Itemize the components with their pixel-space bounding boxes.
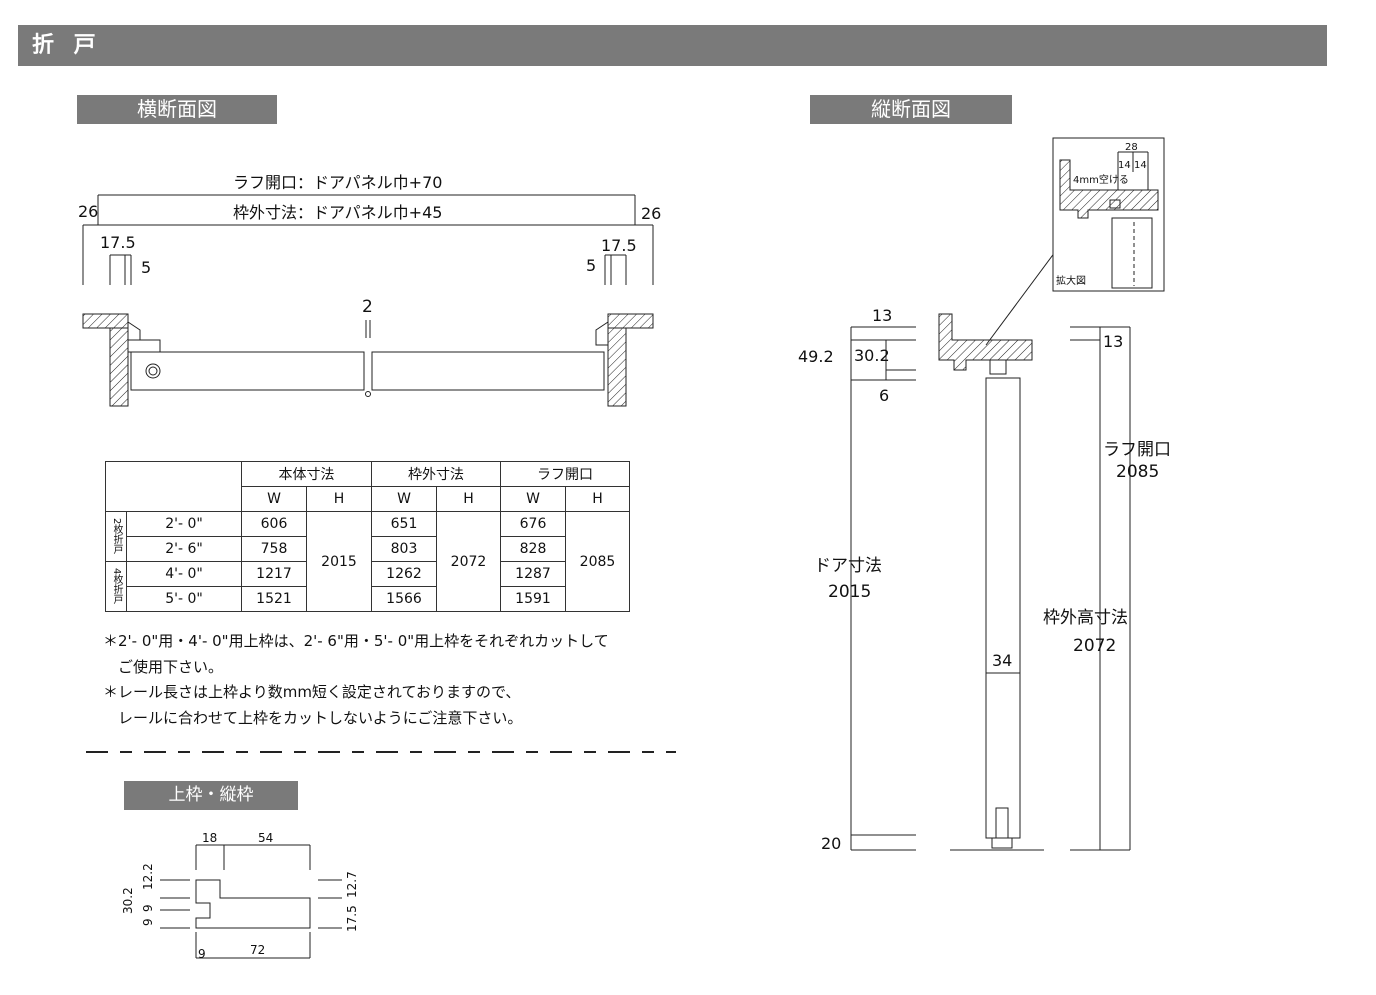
rough-opening-height-label: ラフ開口 bbox=[1103, 440, 1171, 460]
cell-w1: 606 bbox=[241, 511, 307, 537]
vdim-6: 6 bbox=[879, 386, 889, 405]
horizontal-section-drawing bbox=[82, 194, 654, 407]
cell-h1: 2015 bbox=[306, 511, 372, 612]
frame-d9-bottom: 9 bbox=[198, 947, 206, 961]
frame-d72: 72 bbox=[250, 943, 265, 957]
detail-d28: 28 bbox=[1125, 142, 1138, 153]
cell-w1: 758 bbox=[241, 536, 307, 562]
frame-d302: 30.2 bbox=[121, 887, 135, 914]
dim-5-left: 5 bbox=[141, 258, 151, 277]
sub-w1: W bbox=[241, 486, 307, 512]
frame-d18: 18 bbox=[202, 831, 217, 845]
detail-note: 4mm空ける bbox=[1073, 173, 1129, 186]
frame-d9-a: 9 bbox=[141, 918, 155, 926]
frame-profile-drawing bbox=[160, 844, 342, 959]
header-body-size: 本体寸法 bbox=[241, 461, 372, 487]
vdim-34: 34 bbox=[992, 651, 1012, 670]
sub-h1: H bbox=[306, 486, 372, 512]
note-line-2: ご使用下さい。 bbox=[118, 658, 224, 676]
row-size: 2'- 6" bbox=[126, 536, 242, 562]
row-size: 4'- 0" bbox=[126, 561, 242, 587]
header-rough-opening: ラフ開口 bbox=[500, 461, 630, 487]
door-size-label: ドア寸法 bbox=[814, 556, 882, 576]
dim-5-right: 5 bbox=[586, 256, 596, 275]
cell-w2: 1262 bbox=[371, 561, 437, 587]
cell-h3: 2085 bbox=[565, 511, 630, 612]
page-title: 折 戸 bbox=[18, 25, 1327, 66]
section-title-horizontal: 横断面図 bbox=[77, 95, 277, 124]
dim-26-left: 26 bbox=[78, 202, 98, 221]
vdim-13-right: 13 bbox=[1103, 332, 1123, 351]
dim-175-right: 17.5 bbox=[601, 236, 637, 255]
detail-d14a: 14 bbox=[1118, 160, 1131, 171]
rough-opening-height-value: 2085 bbox=[1116, 462, 1159, 482]
rough-opening-label: ラフ開口：ドアパネル巾+70 bbox=[233, 173, 442, 192]
row-size: 2'- 0" bbox=[126, 511, 242, 537]
side-label-4: 4枚折戸 bbox=[105, 561, 127, 612]
frame-d127: 12.7 bbox=[345, 871, 359, 898]
frame-outer-label: 枠外寸法：ドアパネル巾+45 bbox=[233, 203, 442, 222]
section-title-frame: 上枠・縦枠 bbox=[124, 781, 298, 810]
dim-gap: 2 bbox=[362, 297, 373, 317]
frame-height-label: 枠外高寸法 bbox=[1043, 608, 1128, 628]
detail-caption: 拡大図 bbox=[1056, 274, 1086, 287]
spec-table: 本体寸法 枠外寸法 ラフ開口 W H W H W H 2枚折戸 2'- 0" 6… bbox=[105, 461, 630, 612]
cell-w3: 676 bbox=[500, 511, 566, 537]
cell-w3: 1287 bbox=[500, 561, 566, 587]
cell-h2: 2072 bbox=[436, 511, 501, 612]
vdim-302: 30.2 bbox=[854, 346, 890, 365]
vdim-492: 49.2 bbox=[798, 347, 834, 366]
frame-d175: 17.5 bbox=[345, 905, 359, 932]
vdim-20: 20 bbox=[821, 834, 841, 853]
dim-26-right: 26 bbox=[641, 204, 661, 223]
cell-w3: 828 bbox=[500, 536, 566, 562]
table-row: 2枚折戸 2'- 0" 606 2015 651 2072 676 2085 bbox=[105, 511, 630, 612]
frame-d9-c: 9 bbox=[141, 904, 155, 912]
sub-w2: W bbox=[371, 486, 437, 512]
note-line-3: ＊レール長さは上枠より数mm短く設定されておりますので、 bbox=[103, 683, 521, 701]
cell-w1: 1217 bbox=[241, 561, 307, 587]
vdim-13-top: 13 bbox=[872, 306, 892, 325]
side-label-2: 2枚折戸 bbox=[105, 511, 127, 562]
sub-w3: W bbox=[500, 486, 566, 512]
frame-height-value: 2072 bbox=[1073, 636, 1116, 656]
section-title-vertical: 縦断面図 bbox=[810, 95, 1012, 124]
dim-175-left: 17.5 bbox=[100, 233, 136, 252]
table-corner bbox=[105, 461, 242, 512]
detail-d14b: 14 bbox=[1134, 160, 1147, 171]
vertical-section-drawing bbox=[850, 137, 1165, 851]
note-line-1: ＊2'- 0"用・4'- 0"用上枠は、2'- 6"用・5'- 0"用上枠をそれ… bbox=[103, 632, 609, 650]
sub-h3: H bbox=[565, 486, 630, 512]
door-size-value: 2015 bbox=[828, 582, 871, 602]
note-line-4: レールに合わせて上枠をカットしないようにご注意下さい。 bbox=[118, 709, 523, 727]
cell-w1: 1521 bbox=[241, 586, 307, 612]
table-row: 5'- 0" 1521 1566 1591 bbox=[106, 586, 630, 612]
frame-d122: 12.2 bbox=[141, 863, 155, 890]
cell-w2: 1566 bbox=[371, 586, 437, 612]
header-frame-size: 枠外寸法 bbox=[371, 461, 501, 487]
cell-w2: 651 bbox=[371, 511, 437, 537]
frame-d54: 54 bbox=[258, 831, 273, 845]
cell-w3: 1591 bbox=[500, 586, 566, 612]
row-size: 5'- 0" bbox=[126, 586, 242, 612]
sub-h2: H bbox=[436, 486, 501, 512]
cell-w2: 803 bbox=[371, 536, 437, 562]
